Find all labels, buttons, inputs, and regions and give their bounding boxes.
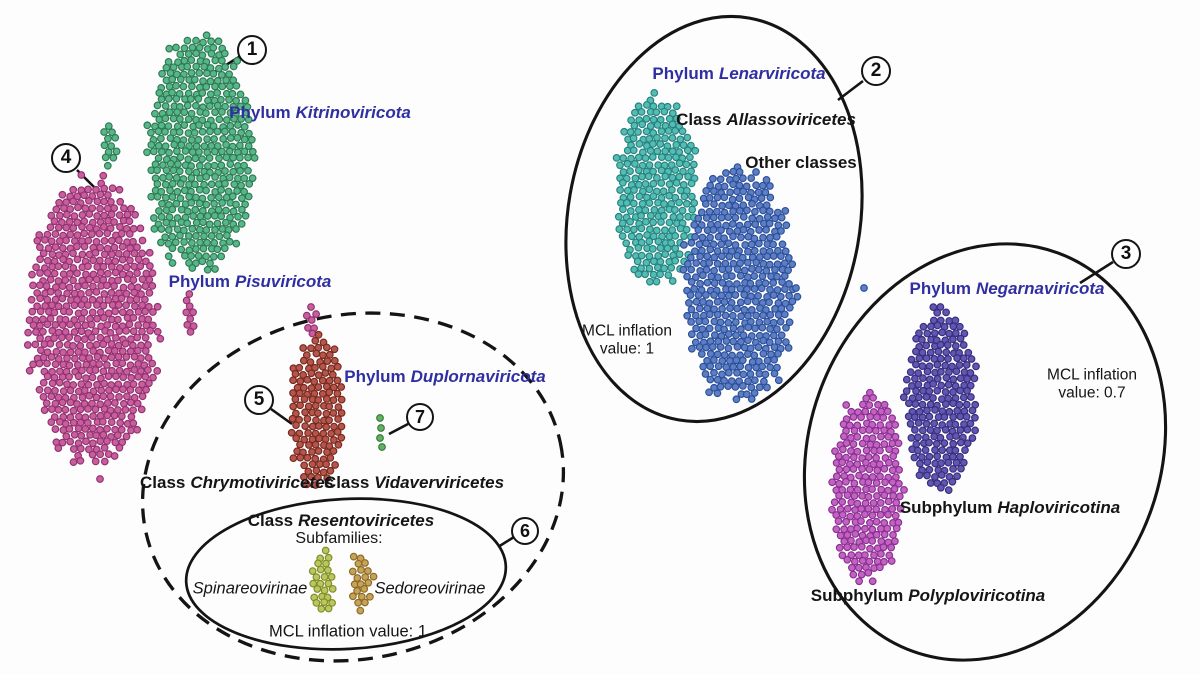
cluster-spinareovirinae	[308, 546, 337, 613]
label-prefix: Class	[140, 473, 186, 492]
label-taxon-name: Kitrinoviricota	[295, 103, 411, 122]
callout-1-badge: 1	[237, 35, 267, 65]
mcl-line2: value: 0.7	[1058, 384, 1126, 401]
label-prefix: Class	[247, 511, 294, 530]
cluster-pisuviricota-strip-a	[182, 290, 198, 336]
mcl-line2: value: 1	[599, 340, 655, 357]
cluster-pisuviricota-strip-b	[302, 303, 320, 338]
label-mcl-inflation-negarnaviricota: MCL inflation value: 0.7	[1047, 367, 1137, 402]
cluster-sedoreovirinae	[348, 552, 378, 615]
cluster-lenarviricota-outliers	[792, 284, 868, 292]
label-mcl-inflation-resentoviricetes: MCL inflation value: 1	[268, 622, 428, 641]
label-taxon-name: Allassoviricetes	[726, 110, 856, 129]
cluster-kitrinoviricota-satellite	[100, 122, 121, 170]
cluster-vidaverviricetes	[376, 414, 386, 451]
callout-leader-lines	[76, 55, 1114, 549]
callout-5-badge: 5	[244, 385, 274, 415]
cluster-lenarviricota-other-classes	[679, 163, 802, 404]
callout-2-badge: 2	[861, 56, 891, 86]
mcl-line1: MCL inflation	[1047, 366, 1137, 384]
label-prefix: Class	[676, 110, 722, 129]
callout-4-badge: 4	[51, 143, 81, 173]
callout-3-badge: 3	[1111, 239, 1141, 269]
cluster-allassoviricetes	[612, 89, 700, 286]
callout-3-line	[1079, 260, 1114, 285]
callout-5-line	[270, 407, 293, 426]
cluster-pisuviricota	[23, 171, 165, 466]
label-prefix: Class	[323, 473, 370, 492]
mcl-line1: MCL inflation	[582, 322, 672, 340]
label-prefix: Phylum	[344, 367, 406, 386]
label-subfamily-spinareovirinae: Spinareovirinae	[192, 579, 308, 598]
label-taxon-name: Resentoviricetes	[298, 511, 435, 530]
label-taxon-name: Chrymotiviricetes	[190, 473, 334, 492]
callout-7-badge: 7	[406, 403, 434, 431]
cluster-haploviricotina	[899, 303, 980, 494]
boundary-resentoviricetes-group	[184, 497, 508, 651]
callout-6-line	[497, 535, 515, 549]
cluster-kitrinoviricota	[143, 31, 259, 274]
cluster-polyploviricotina	[828, 388, 908, 586]
label-prefix: Phylum	[909, 279, 971, 298]
label-mcl-inflation-lenarviricota: MCL inflation value: 1	[582, 323, 672, 358]
label-subfamily-sedoreovirinae: Sedoreovirinae	[374, 579, 486, 598]
label-taxon-name: Polyploviricotina	[908, 586, 1046, 605]
boundary-lenarviricota-group	[564, 14, 864, 424]
label-other-classes: Other classes	[745, 153, 857, 172]
label-prefix: Subphylum	[810, 586, 904, 605]
label-taxon-name: Vidaverviricetes	[374, 473, 505, 492]
callout-7-line	[388, 422, 409, 436]
cluster-chrymotiviricetes	[287, 330, 346, 489]
label-taxon-name: Pisuviricota	[235, 272, 332, 291]
callout-2-line	[837, 79, 864, 102]
label-taxon-name: Lenarviricota	[718, 64, 826, 83]
cluster-pisuviricota-outlier	[96, 475, 104, 483]
callout-6-badge: 6	[511, 517, 539, 545]
dashed-boundary-duplornaviricota-group	[140, 311, 566, 663]
label-taxon-name: Negarnaviricota	[975, 279, 1105, 298]
label-taxon-name: Duplornaviricota	[410, 367, 546, 386]
label-taxon-name: Haploviricotina	[997, 498, 1121, 517]
label-prefix: Subphylum	[899, 498, 993, 517]
label-prefix: Phylum	[652, 64, 714, 83]
label-prefix: Phylum	[168, 272, 231, 291]
label-prefix: Phylum	[229, 103, 291, 122]
dot-clusters	[23, 31, 980, 615]
label-subfamilies: Subfamilies:	[295, 530, 383, 547]
boundary-negarnaviricota-group	[802, 242, 1168, 662]
